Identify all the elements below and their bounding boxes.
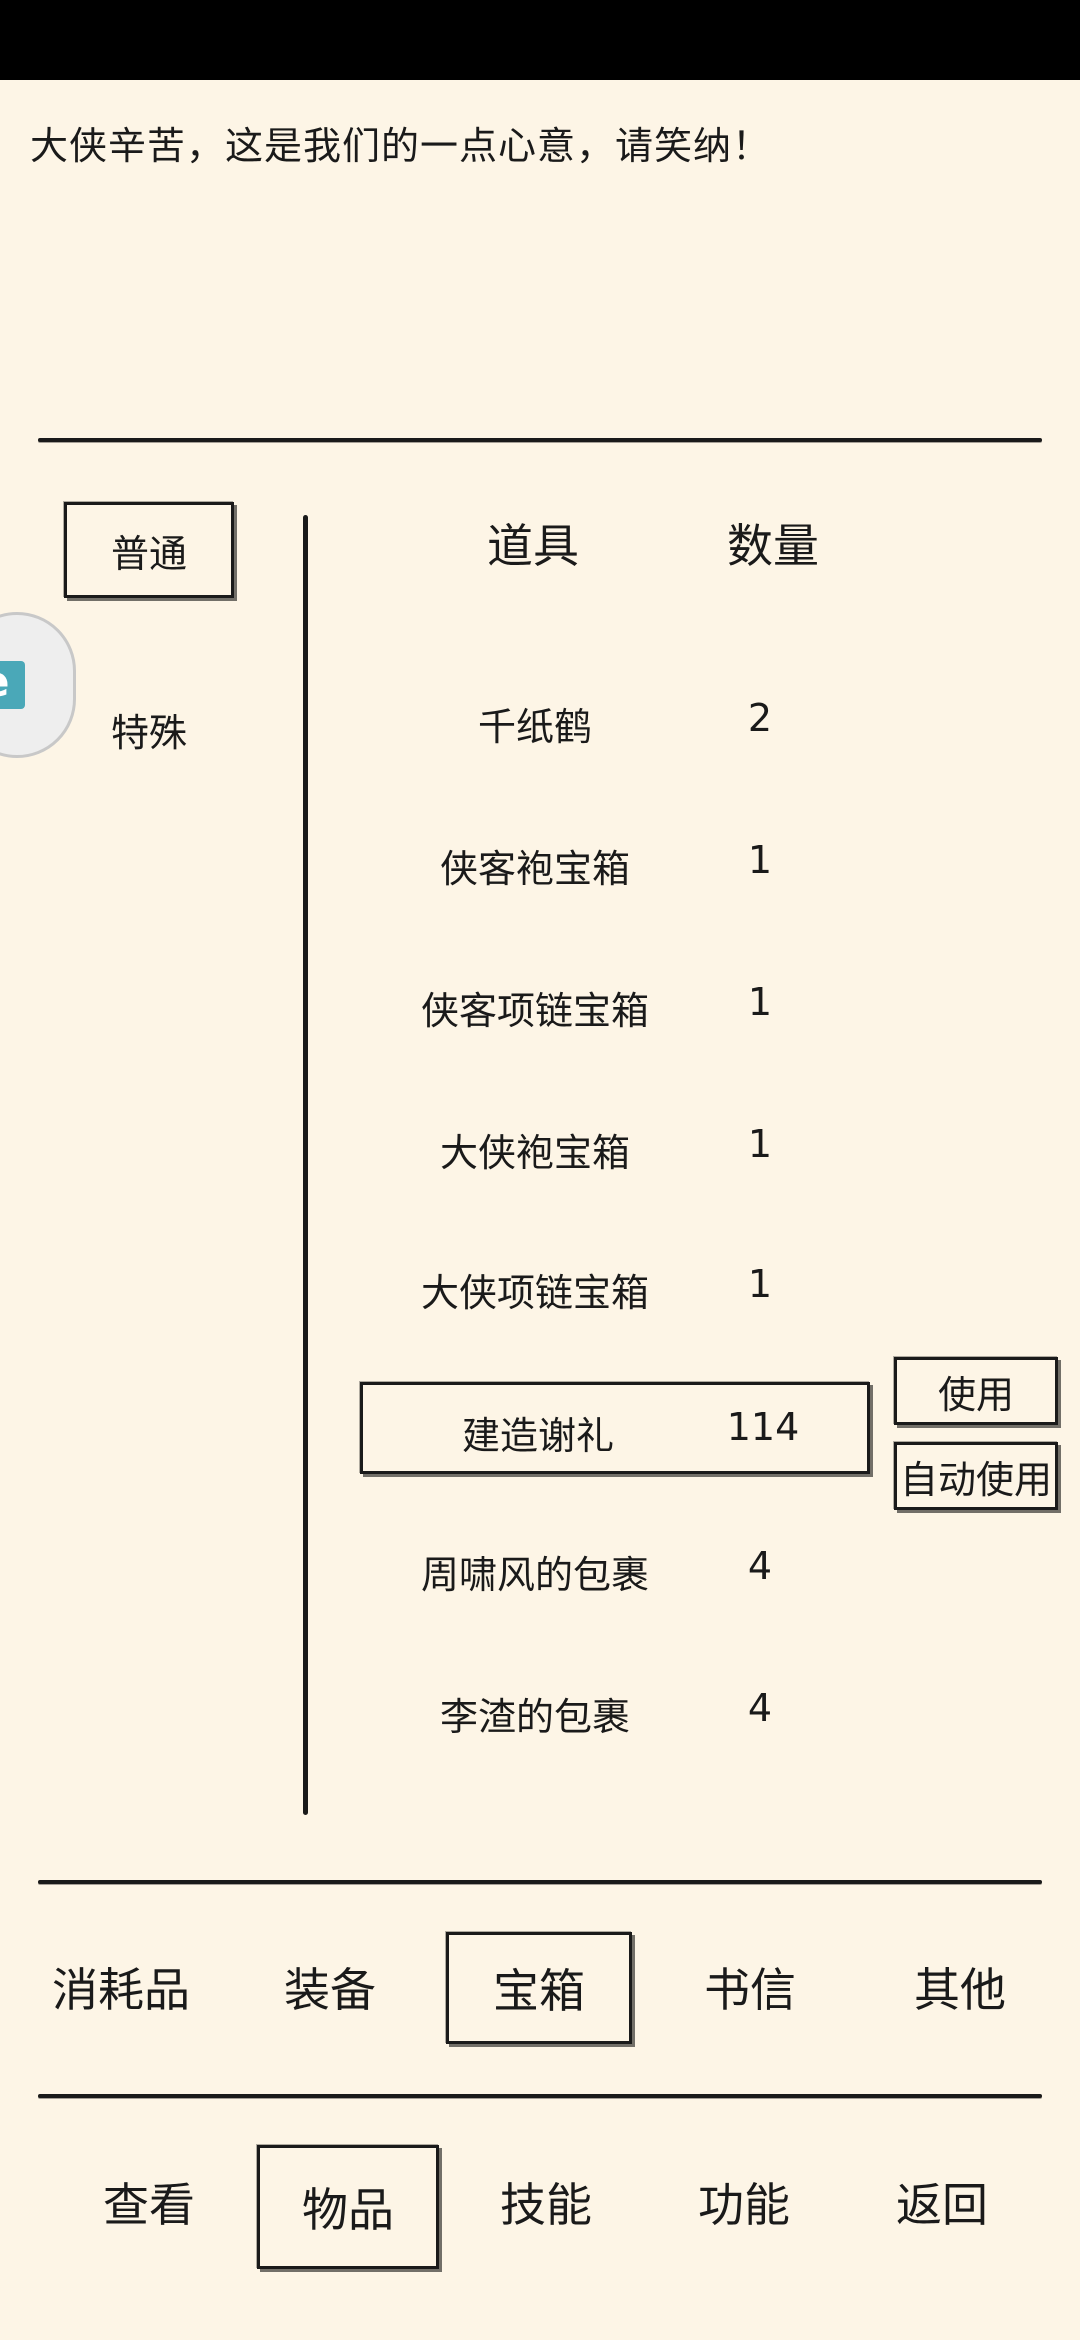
item-name: 周啸风的包裹 — [420, 1553, 649, 1597]
item-qty: 2 — [747, 696, 773, 740]
item-row[interactable]: 李渣的包裹 4 — [360, 1668, 880, 1748]
item-qty: 1 — [747, 1262, 773, 1306]
auto-use-button[interactable]: 自动使用 — [894, 1442, 1058, 1510]
item-qty: 4 — [747, 1544, 773, 1588]
item-qty: 114 — [726, 1405, 800, 1449]
item-row[interactable]: 侠客项链宝箱 1 — [360, 962, 880, 1042]
nav-functions[interactable]: 功能 — [698, 2178, 790, 2232]
item-name: 李渣的包裹 — [439, 1695, 630, 1739]
tab-letters[interactable]: 书信 — [704, 1963, 796, 2017]
header-quantity: 数量 — [727, 519, 819, 573]
tab-equipment[interactable]: 装备 — [284, 1963, 376, 2017]
nav-view[interactable]: 查看 — [103, 2178, 195, 2232]
nav-skills[interactable]: 技能 — [500, 2178, 592, 2232]
assistant-logo-icon — [0, 661, 25, 709]
item-qty: 1 — [747, 1122, 773, 1166]
use-button[interactable]: 使用 — [894, 1357, 1058, 1425]
auto-use-button-label: 自动使用 — [899, 1457, 1052, 1502]
divider-vertical — [303, 515, 308, 1815]
header-item: 道具 — [487, 519, 579, 573]
item-name: 侠客项链宝箱 — [420, 989, 649, 1033]
item-qty: 1 — [747, 980, 773, 1024]
item-qty: 1 — [747, 838, 773, 882]
use-button-label: 使用 — [937, 1372, 1014, 1417]
subtab-special[interactable]: 特殊 — [110, 711, 187, 755]
status-bar — [0, 0, 1080, 80]
item-row[interactable]: 周啸风的包裹 4 — [360, 1526, 880, 1606]
tab-consumables[interactable]: 消耗品 — [52, 1963, 190, 2017]
dialog-message: 大侠辛苦，这是我们的一点心意，请笑纳！ — [30, 124, 772, 168]
item-row-selected[interactable]: 建造谢礼 114 — [360, 1382, 870, 1474]
item-name: 大侠袍宝箱 — [439, 1131, 630, 1175]
nav-items[interactable]: 物品 — [257, 2145, 439, 2269]
item-name: 建造谢礼 — [461, 1414, 614, 1458]
divider-bottom — [38, 2094, 1042, 2098]
item-row[interactable]: 千纸鹤 2 — [360, 678, 880, 758]
tab-treasure-chest-label: 宝箱 — [493, 1964, 585, 2018]
divider-middle — [38, 1880, 1042, 1884]
item-row[interactable]: 大侠项链宝箱 1 — [360, 1244, 880, 1324]
subtab-normal-label: 普通 — [110, 531, 187, 576]
nav-back[interactable]: 返回 — [896, 2178, 988, 2232]
item-name: 千纸鹤 — [477, 705, 592, 749]
item-qty: 4 — [747, 1686, 773, 1730]
floating-assistant-button[interactable]: e — [0, 612, 76, 758]
item-row[interactable]: 大侠袍宝箱 1 — [360, 1104, 880, 1184]
item-row[interactable]: 侠客袍宝箱 1 — [360, 820, 880, 900]
tab-others[interactable]: 其他 — [914, 1963, 1006, 2017]
item-name: 大侠项链宝箱 — [420, 1271, 649, 1315]
subtab-normal[interactable]: 普通 — [64, 502, 234, 598]
item-name: 侠客袍宝箱 — [439, 847, 630, 891]
tab-treasure-chest[interactable]: 宝箱 — [446, 1932, 632, 2044]
nav-items-label: 物品 — [302, 2183, 394, 2237]
divider-top — [38, 438, 1042, 442]
